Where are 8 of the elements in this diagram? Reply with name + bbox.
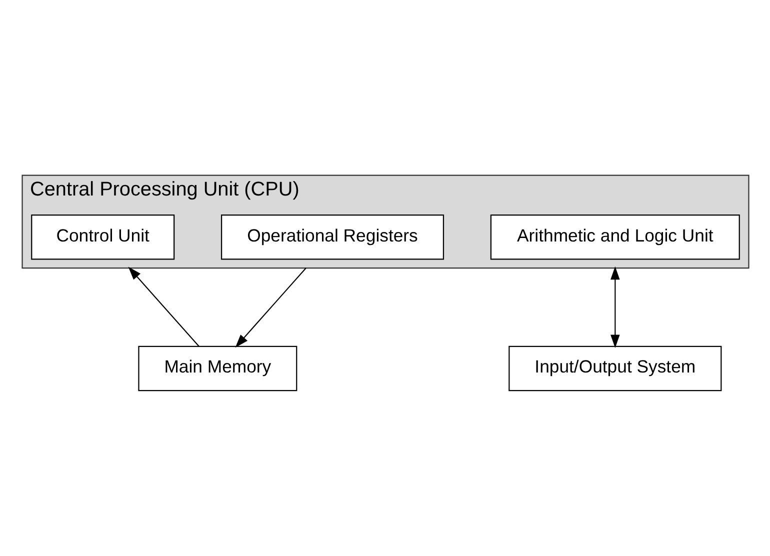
- node-box: Main Memory: [138, 345, 297, 391]
- arrow: [128, 266, 199, 346]
- node-box: Control Unit: [30, 214, 174, 260]
- node-box: Arithmetic and Logic Unit: [490, 214, 740, 260]
- arrow: [234, 267, 306, 348]
- node-box: Operational Registers: [220, 214, 444, 260]
- node-box: Input/Output System: [508, 345, 722, 391]
- arrow: [610, 266, 620, 348]
